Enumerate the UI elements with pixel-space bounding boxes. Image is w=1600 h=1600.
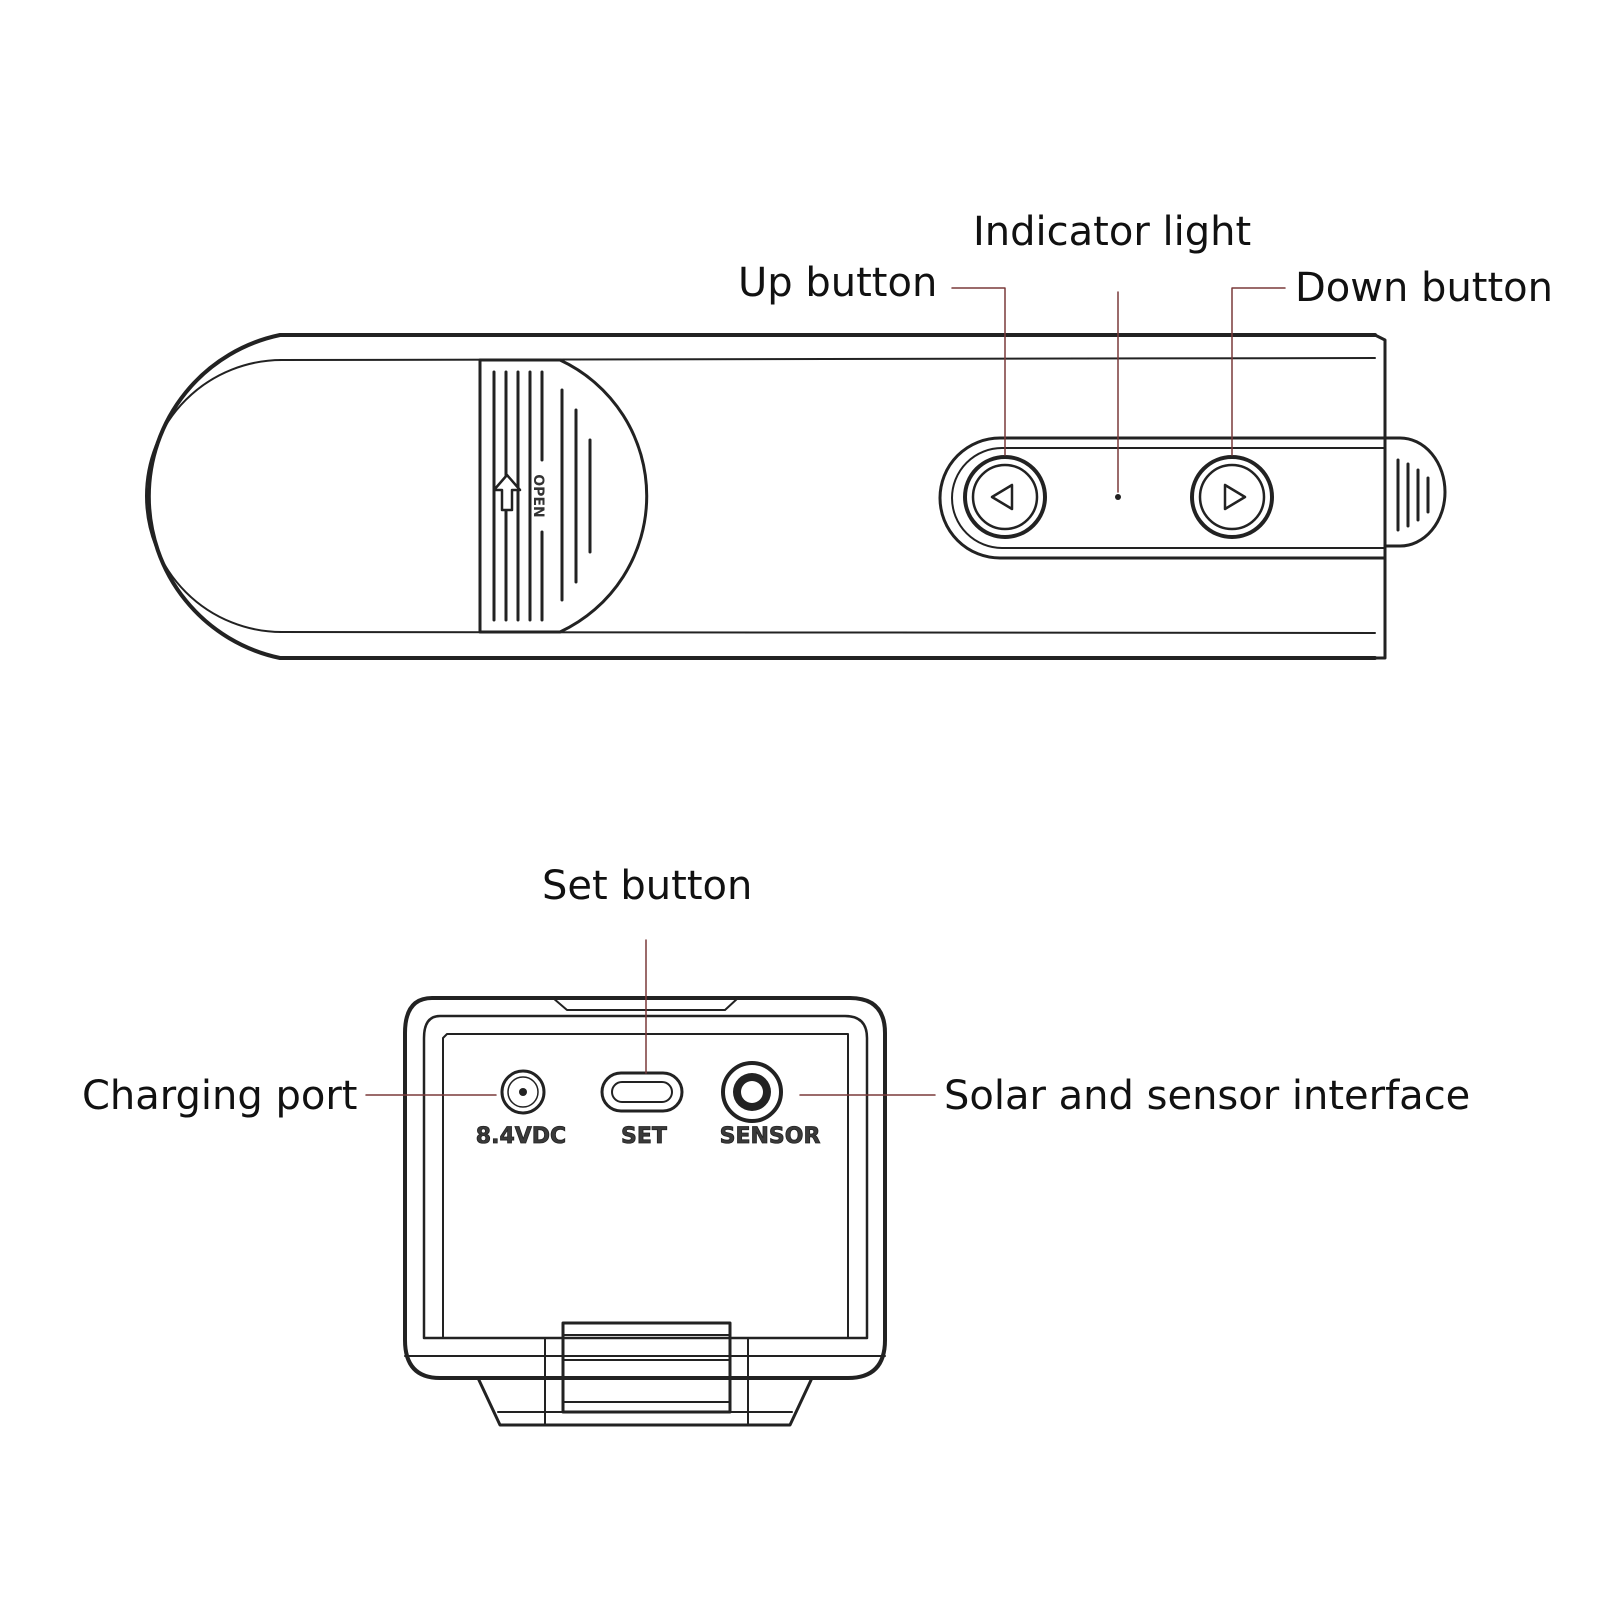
indicator-light [1115,494,1121,500]
bottom-leader-lines [365,939,936,1096]
callout-set-button: Set button [542,863,753,909]
button-panel [938,436,1387,560]
callout-solar-sensor: Solar and sensor interface [944,1073,1471,1119]
up-button[interactable] [963,455,1047,539]
device-body [145,333,1387,660]
charging-port-label: 8.4VDC [476,1124,566,1149]
callout-indicator-light: Indicator light [973,209,1252,255]
callout-down-button: Down button [1295,265,1553,311]
set-button[interactable] [600,1071,684,1113]
set-button-label: SET [621,1124,667,1149]
charging-port[interactable] [500,1069,546,1115]
left-triangle-icon [990,483,1014,511]
battery-cover [478,358,649,634]
arrow-up-icon [492,473,522,512]
callout-up-button: Up button [738,260,938,306]
end-face [403,996,887,1427]
end-clip [1383,436,1447,548]
top-leader-lines [951,287,1286,493]
sensor-port-label: SENSOR [720,1124,821,1149]
sensor-port[interactable] [721,1061,783,1123]
down-button[interactable] [1190,455,1274,539]
cover-emboss-text: OPEN [530,474,546,517]
right-triangle-icon [1223,483,1247,511]
callout-charging-port: Charging port [82,1073,358,1119]
